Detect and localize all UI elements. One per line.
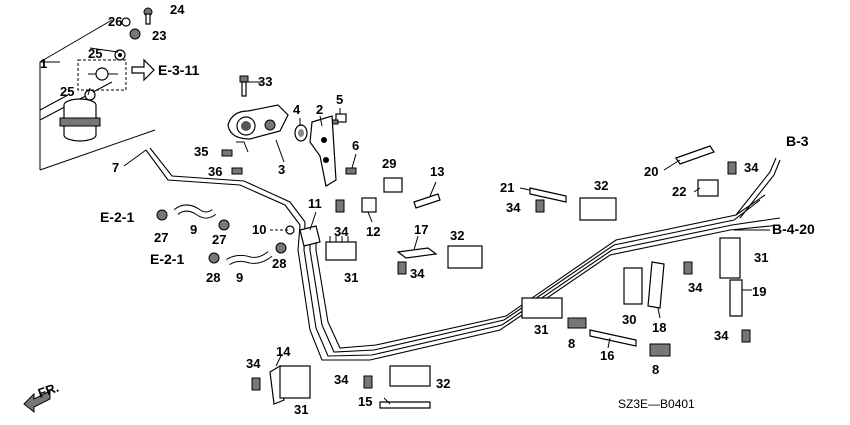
callout-34-a: 34 — [334, 224, 349, 239]
callout-8-a: 8 — [568, 336, 575, 351]
callout-9-b: 9 — [236, 270, 243, 285]
diagram-code: SZ3E—B0401 — [618, 397, 695, 411]
callout-32-c: 32 — [436, 376, 450, 391]
callout-24: 24 — [170, 2, 185, 17]
callout-19: 19 — [752, 284, 766, 299]
callout-25-a: 25 — [88, 46, 102, 61]
callout-5: 5 — [336, 92, 343, 107]
callout-34-e: 34 — [688, 280, 703, 295]
callout-16: 16 — [600, 348, 614, 363]
part-callouts: 1 2 3 4 5 6 7 8 8 9 9 10 11 12 13 14 15 … — [40, 2, 768, 417]
callout-1: 1 — [40, 56, 47, 71]
fuel-filter-assembly — [39, 7, 156, 171]
cross-references: E-3-11 E-2-1 E-2-1 B-3 B-4-20 — [100, 62, 815, 267]
fuel-hoses — [156, 204, 295, 266]
callout-31-b: 31 — [534, 322, 548, 337]
callout-34-f: 34 — [714, 328, 729, 343]
callout-18: 18 — [652, 320, 666, 335]
reference-e-3-11[interactable]: E-3-11 — [158, 62, 199, 78]
reference-b-3[interactable]: B-3 — [786, 133, 809, 149]
callout-35: 35 — [194, 144, 208, 159]
callout-28-a: 28 — [206, 270, 220, 285]
callout-21: 21 — [500, 180, 514, 195]
leader-lines — [87, 47, 752, 405]
callout-17: 17 — [414, 222, 428, 237]
callout-11: 11 — [308, 196, 322, 211]
callout-2: 2 — [316, 102, 323, 117]
callout-31-c: 31 — [754, 250, 768, 265]
upper-bracket-parts — [221, 75, 357, 187]
callout-33: 33 — [258, 74, 272, 89]
reference-e-2-1-upper[interactable]: E-2-1 — [100, 209, 134, 225]
callout-7: 7 — [112, 160, 119, 175]
callout-31-d: 31 — [294, 402, 308, 417]
callout-34-c: 34 — [506, 200, 521, 215]
front-label: FR. — [36, 380, 61, 401]
callout-3: 3 — [278, 162, 285, 177]
callout-14: 14 — [276, 344, 291, 359]
callout-27-b: 27 — [212, 232, 226, 247]
front-direction-arrow — [23, 390, 51, 414]
callout-32-a: 32 — [450, 228, 464, 243]
callout-6: 6 — [352, 138, 359, 153]
callout-29: 29 — [382, 156, 396, 171]
callout-34-h: 34 — [334, 372, 349, 387]
callout-26: 26 — [108, 14, 122, 29]
callout-8-b: 8 — [652, 362, 659, 377]
callout-9-a: 9 — [190, 222, 197, 237]
callout-10: 10 — [252, 222, 266, 237]
callout-27-a: 27 — [154, 230, 168, 245]
callout-12: 12 — [366, 224, 380, 239]
callout-20: 20 — [644, 164, 658, 179]
callout-30: 30 — [622, 312, 636, 327]
fuel-line-bundle — [145, 147, 781, 361]
callout-13: 13 — [430, 164, 444, 179]
callout-23: 23 — [152, 28, 166, 43]
callout-4: 4 — [293, 102, 301, 117]
line-clamps — [251, 145, 751, 409]
reference-e-2-1-lower[interactable]: E-2-1 — [150, 251, 184, 267]
callout-34-g: 34 — [246, 356, 261, 371]
reference-arrow-e-3-11 — [131, 58, 155, 82]
callout-31-a: 31 — [344, 270, 358, 285]
callout-34-b: 34 — [410, 266, 425, 281]
callout-28-b: 28 — [272, 256, 286, 271]
callout-15: 15 — [358, 394, 372, 409]
callout-22: 22 — [672, 184, 686, 199]
callout-32-b: 32 — [594, 178, 608, 193]
reference-b-4-20[interactable]: B-4-20 — [772, 221, 815, 237]
callout-34-d: 34 — [744, 160, 759, 175]
callout-36: 36 — [208, 164, 222, 179]
callout-25-b: 25 — [60, 84, 74, 99]
